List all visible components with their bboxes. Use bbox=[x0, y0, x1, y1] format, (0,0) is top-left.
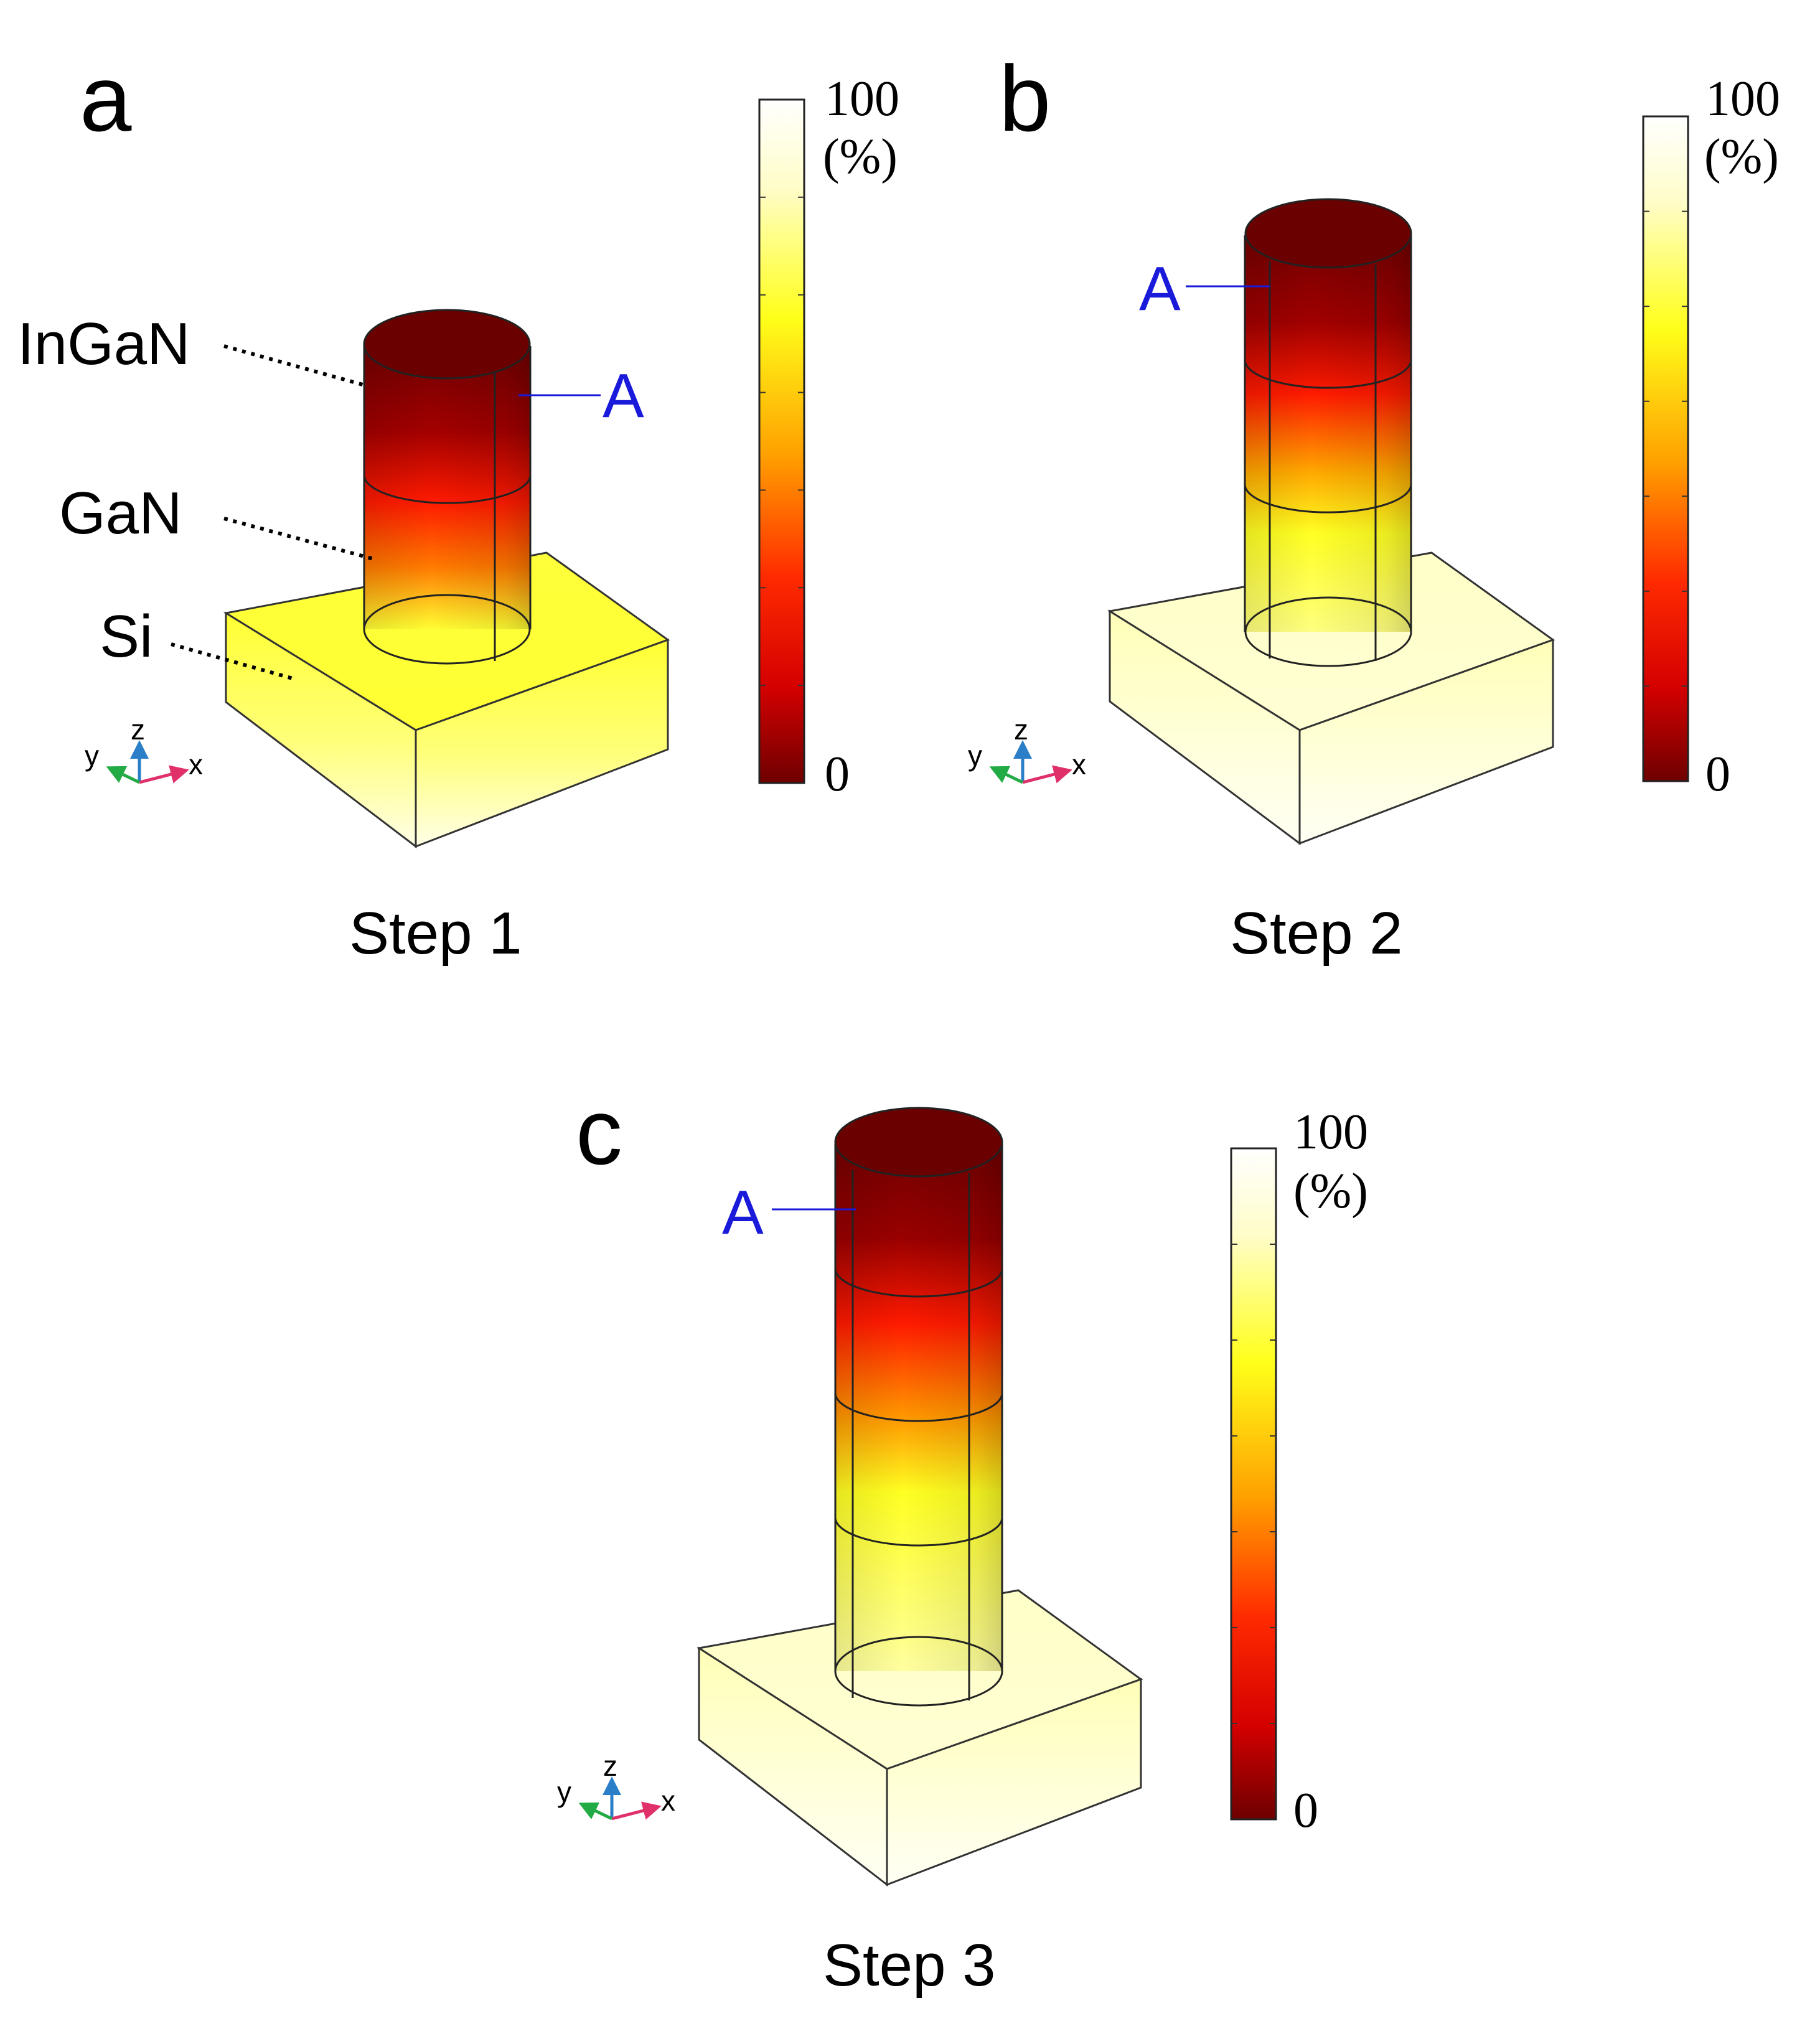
nanowire-column bbox=[834, 1107, 1003, 1707]
colorbar: 100 (%) 0 bbox=[758, 72, 899, 802]
panel-c: c A z x y bbox=[557, 1079, 1368, 1999]
layer-label-ingan: InGaN bbox=[17, 311, 190, 377]
leader-gan bbox=[223, 517, 374, 561]
point-a-label: A bbox=[722, 1178, 764, 1247]
layer-label-si: Si bbox=[100, 603, 152, 670]
colorbar-min-label: 0 bbox=[825, 747, 850, 802]
axis-z-label: z bbox=[603, 1750, 617, 1782]
panel-letter: c bbox=[576, 1079, 622, 1184]
axis-triad: z x y bbox=[968, 713, 1086, 784]
axis-y-label: y bbox=[557, 1776, 571, 1808]
panel-b: b A z x y bbox=[968, 46, 1780, 967]
step-label: Step 2 bbox=[1230, 900, 1403, 967]
nanowire-column bbox=[363, 309, 532, 665]
colorbar-max-label: 100 bbox=[825, 72, 899, 126]
axis-y-label: y bbox=[85, 739, 99, 772]
axis-x-label: x bbox=[189, 748, 203, 781]
colorbar-unit-label: (%) bbox=[1704, 129, 1779, 184]
axis-y-label: y bbox=[968, 739, 982, 772]
colorbar-unit-label: (%) bbox=[1293, 1164, 1368, 1219]
colorbar-max-label: 100 bbox=[1705, 72, 1780, 126]
colorbar: 100 (%) 0 bbox=[1230, 1105, 1368, 1838]
axis-x-label: x bbox=[1072, 748, 1086, 781]
colorbar-max-label: 100 bbox=[1293, 1105, 1368, 1160]
point-a-label: A bbox=[603, 361, 644, 431]
axis-triad: z x y bbox=[85, 713, 203, 784]
axis-x-label: x bbox=[661, 1784, 675, 1817]
axis-triad: z x y bbox=[557, 1750, 675, 1821]
colorbar: 100 (%) 0 bbox=[1642, 72, 1780, 802]
colorbar-min-label: 0 bbox=[1293, 1783, 1318, 1838]
nanowire-column bbox=[1244, 198, 1412, 667]
axis-z-label: z bbox=[131, 713, 145, 746]
panel-letter: a bbox=[80, 46, 132, 151]
leader-ingan bbox=[223, 344, 368, 388]
si-substrate-block bbox=[1107, 551, 1555, 845]
leader-si bbox=[171, 642, 293, 680]
point-a-label: A bbox=[1139, 254, 1181, 324]
si-substrate-block bbox=[696, 1589, 1143, 1887]
colorbar-unit-label: (%) bbox=[823, 129, 898, 184]
layer-label-gan: GaN bbox=[59, 480, 182, 546]
panel-a: a InGaN GaN Si A bbox=[17, 46, 899, 967]
step-label: Step 1 bbox=[349, 900, 522, 967]
step-label: Step 3 bbox=[823, 1932, 996, 1999]
colorbar-min-label: 0 bbox=[1705, 747, 1730, 802]
panel-letter: b bbox=[999, 46, 1051, 151]
axis-z-label: z bbox=[1014, 713, 1028, 746]
